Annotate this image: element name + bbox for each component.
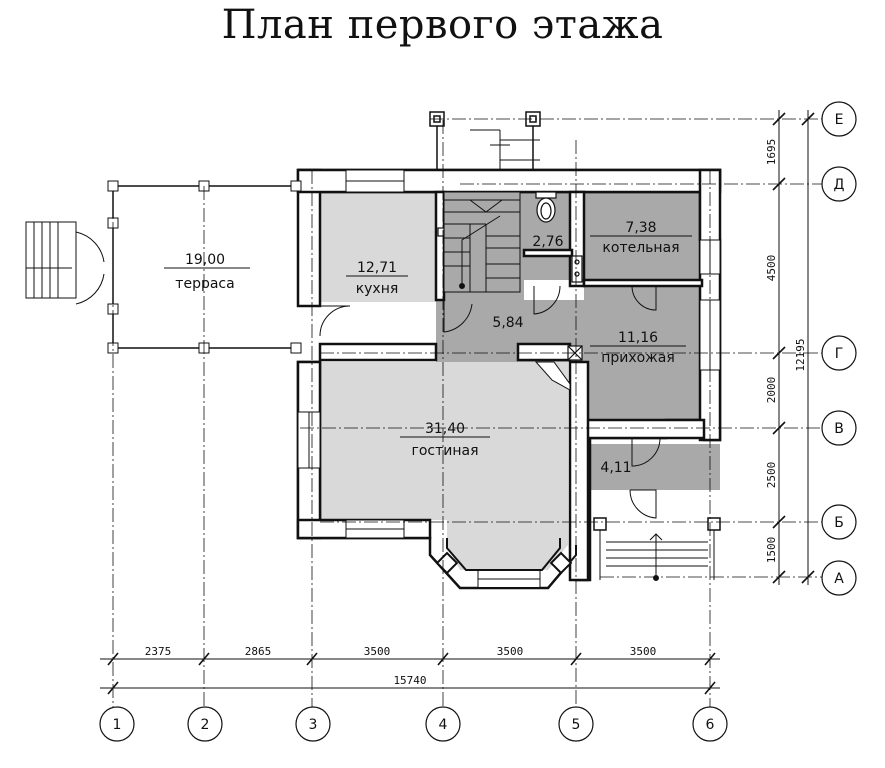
vestibule-area-label: 4,11 xyxy=(600,460,631,476)
dim-bottom-3: 3500 xyxy=(364,645,391,658)
axis-bubble-g xyxy=(821,335,857,371)
boiler-area-label: 7,38 xyxy=(625,220,656,236)
dim-right-1: 1695 xyxy=(765,139,778,166)
axis-bubble-1 xyxy=(99,706,135,742)
dim-bottom-1: 2375 xyxy=(145,645,172,658)
axis-bubble-2 xyxy=(187,706,223,742)
doors xyxy=(319,285,661,519)
dim-right-5: 1500 xyxy=(765,537,778,564)
top-porch xyxy=(429,111,541,170)
axis-labels: 1 2 3 4 5 6 Е Д Г В Б А xyxy=(113,112,845,733)
stair-wall xyxy=(522,248,574,258)
dim-right-3: 2000 xyxy=(765,377,778,404)
bathroom-area-label: 2,76 xyxy=(532,234,563,250)
living-fill xyxy=(320,362,568,520)
boiler-name-label: котельная xyxy=(602,240,679,256)
wall-kitchen-hall xyxy=(318,342,438,362)
living-name-label: гостиная xyxy=(411,443,478,459)
wall-hall-top xyxy=(516,342,572,362)
lobby-name-label: прихожая xyxy=(601,350,675,366)
axis-label-4: 4 xyxy=(439,717,448,733)
dim-right-2: 4500 xyxy=(765,255,778,282)
entrance-steps xyxy=(593,517,721,581)
axis-bubble-6 xyxy=(692,706,728,742)
plan-title: План первого этажа xyxy=(221,2,664,48)
kitchen-area-label: 12,71 xyxy=(357,260,397,276)
boiler-icon xyxy=(571,255,583,283)
dimension-lines xyxy=(100,110,815,695)
dimension-labels: 2375 2865 3500 3500 3500 15740 1695 4500… xyxy=(145,139,807,687)
dim-bottom-4: 3500 xyxy=(497,645,524,658)
axis-label-b: Б xyxy=(834,515,844,531)
axis-label-d: Д xyxy=(834,177,845,193)
axis-label-3: 3 xyxy=(309,717,318,733)
axis-label-6: 6 xyxy=(706,717,715,733)
axis-label-a: А xyxy=(834,571,844,587)
dim-right-4: 2500 xyxy=(765,462,778,489)
axis-label-2: 2 xyxy=(201,717,210,733)
axis-bubble-a xyxy=(821,560,857,596)
grid-axes xyxy=(112,118,822,710)
axis-label-5: 5 xyxy=(572,717,581,733)
terrace-area xyxy=(113,186,298,348)
bay-fill xyxy=(447,520,568,570)
wall-vestibule xyxy=(568,360,590,582)
axis-bubbles xyxy=(99,101,857,742)
axis-label-1: 1 xyxy=(113,717,122,733)
wall-boiler-lobby xyxy=(582,278,704,288)
axis-bubble-d xyxy=(821,166,857,202)
terrace-stairs xyxy=(25,221,77,299)
hall-area-label: 5,84 xyxy=(492,315,523,331)
axis-bubble-5 xyxy=(558,706,594,742)
axis-bubble-4 xyxy=(425,706,461,742)
axis-label-g: Г xyxy=(835,346,844,362)
fixtures xyxy=(437,191,583,361)
staircase xyxy=(443,191,521,293)
dim-bottom-5: 3500 xyxy=(630,645,657,658)
axis-label-v: В xyxy=(834,421,844,437)
lobby-area-label: 11,16 xyxy=(618,330,658,346)
room-fills xyxy=(113,186,720,570)
dim-right-overall: 12195 xyxy=(794,338,807,371)
axis-bubble-3 xyxy=(295,706,331,742)
wall-lobby-bottom xyxy=(582,418,706,440)
living-area-label: 31,40 xyxy=(425,421,465,437)
kitchen-fill xyxy=(320,192,436,302)
terrace-area-label: 19,00 xyxy=(185,252,225,268)
dim-bottom-2: 2865 xyxy=(245,645,272,658)
kitchen-name-label: кухня xyxy=(356,281,399,297)
axis-bubble-b xyxy=(821,504,857,540)
dim-overall: 15740 xyxy=(393,674,426,687)
axis-label-e: Е xyxy=(835,112,844,128)
room-labels: 19,00 терраса 12,71 кухня 2,76 7,38 коте… xyxy=(175,220,679,476)
vestibule-fill xyxy=(590,444,720,490)
axis-bubble-e xyxy=(821,101,857,137)
axis-bubble-v xyxy=(821,410,857,446)
terrace-name-label: терраса xyxy=(175,276,234,292)
label-underlines xyxy=(346,235,692,438)
